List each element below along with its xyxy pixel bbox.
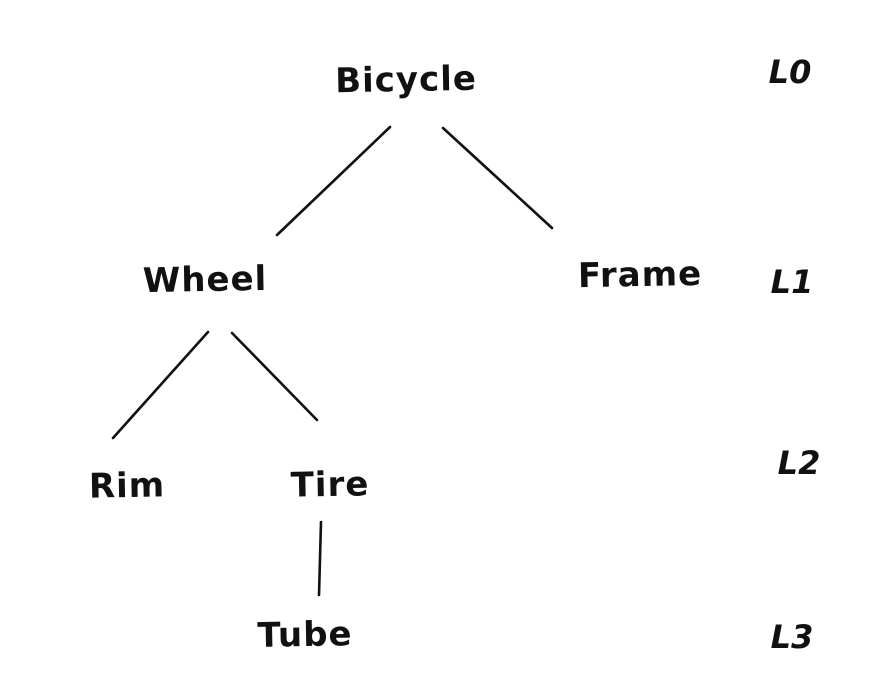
node-rim: Rim	[88, 465, 166, 507]
node-tire: Tire	[290, 464, 370, 506]
node-tube: Tube	[257, 614, 353, 656]
edge-bicycle-frame	[441, 126, 554, 230]
level-label-l2: L2	[777, 444, 821, 482]
node-wheel: Wheel	[142, 258, 268, 302]
node-frame: Frame	[577, 253, 703, 297]
edge-tire-tube	[317, 520, 323, 597]
level-label-l0: L0	[768, 53, 812, 91]
level-label-l3: L3	[770, 618, 814, 656]
edge-bicycle-wheel	[275, 125, 392, 237]
level-label-l1: L1	[770, 263, 814, 301]
edge-wheel-tire	[230, 331, 319, 422]
edge-wheel-rim	[111, 330, 210, 440]
node-bicycle: Bicycle	[334, 58, 478, 102]
